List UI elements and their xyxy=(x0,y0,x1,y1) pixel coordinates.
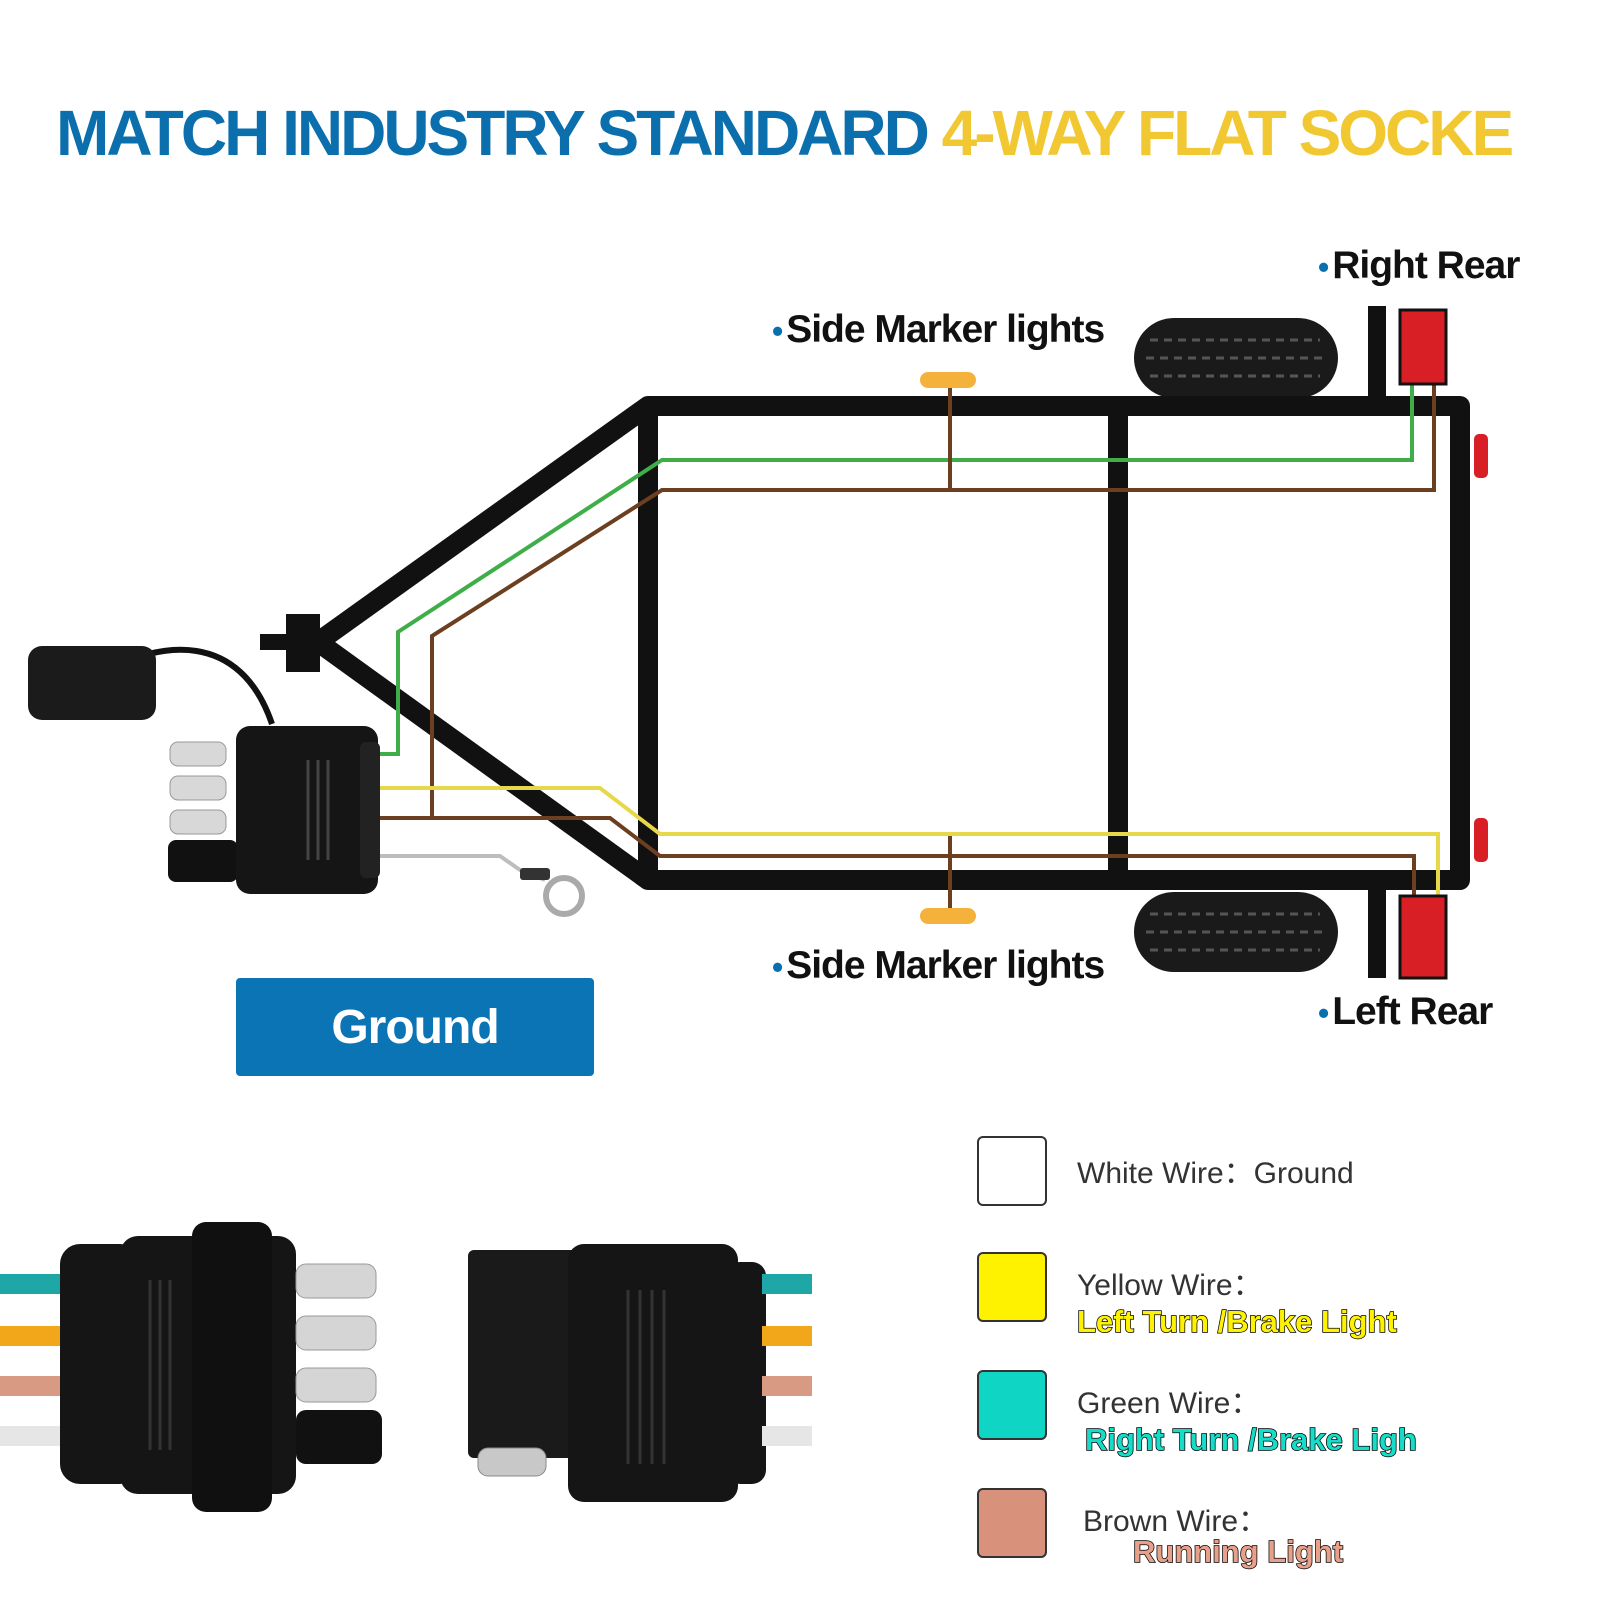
clearance-light-top xyxy=(1474,434,1488,478)
label-side-marker-top: •Side Marker lights xyxy=(772,308,1105,351)
side-marker-light-bottom xyxy=(920,908,976,924)
swatch-yellow xyxy=(977,1252,1047,1322)
ground-ring-terminal-icon xyxy=(520,868,585,917)
bullet-icon: • xyxy=(1318,249,1329,285)
legend-wire-title: Green Wire： xyxy=(1077,1387,1261,1420)
hitch-tongue xyxy=(260,634,290,650)
side-marker-light-top xyxy=(920,372,976,388)
axle-post-bottom xyxy=(1368,876,1386,978)
wire-brown-lower xyxy=(378,816,1416,896)
bullet-icon: • xyxy=(772,313,783,349)
male-connector-icon xyxy=(60,1222,382,1512)
cable-ends-right xyxy=(762,1274,812,1446)
legend-wire-title: White Wire：Ground xyxy=(1077,1157,1354,1190)
bullet-icon: • xyxy=(772,949,783,985)
axle-post-top xyxy=(1368,306,1386,398)
legend-wire-title: Brown Wire： xyxy=(1083,1505,1269,1538)
wire-green xyxy=(378,384,1414,756)
clearance-light-bottom xyxy=(1474,818,1488,862)
trailer-plug-icon xyxy=(28,646,380,894)
swatch-brown xyxy=(977,1488,1047,1558)
ground-button[interactable]: Ground xyxy=(236,978,594,1076)
cable-ends-left xyxy=(0,1274,70,1446)
label-right-rear: •Right Rear xyxy=(1318,244,1520,287)
bullet-icon: • xyxy=(1318,995,1329,1031)
hitch-coupler xyxy=(286,614,320,672)
label-left-rear: •Left Rear xyxy=(1318,990,1493,1033)
swatch-white xyxy=(977,1136,1047,1206)
wheel-bottom xyxy=(1134,892,1338,972)
legend-wire-desc: Running Light xyxy=(1132,1533,1344,1570)
wheel-top xyxy=(1134,318,1338,398)
tail-light-right-rear xyxy=(1398,308,1448,386)
legend-wire-desc: Right Turn /Brake Ligh xyxy=(1084,1421,1417,1458)
wire-white xyxy=(378,854,546,882)
trailer-frame xyxy=(308,396,1470,890)
legend-wire-title: Yellow Wire： xyxy=(1077,1269,1263,1302)
wiring xyxy=(378,384,1440,912)
legend-wire-desc: Left Turn /Brake Light xyxy=(1076,1303,1397,1340)
tail-light-left-rear xyxy=(1398,894,1448,980)
wire-yellow xyxy=(378,786,1440,896)
female-connector-icon xyxy=(468,1244,766,1502)
wire-brown xyxy=(378,384,1436,820)
label-side-marker-bottom: •Side Marker lights xyxy=(772,944,1105,987)
page-title: MATCH INDUSTRY STANDARD 4-WAY FLAT SOCKE xyxy=(56,96,1515,170)
title-part-blue: MATCH INDUSTRY STANDARD xyxy=(56,97,930,169)
swatch-green xyxy=(977,1370,1047,1440)
title-part-yellow: 4-WAY FLAT SOCKE xyxy=(941,97,1515,169)
